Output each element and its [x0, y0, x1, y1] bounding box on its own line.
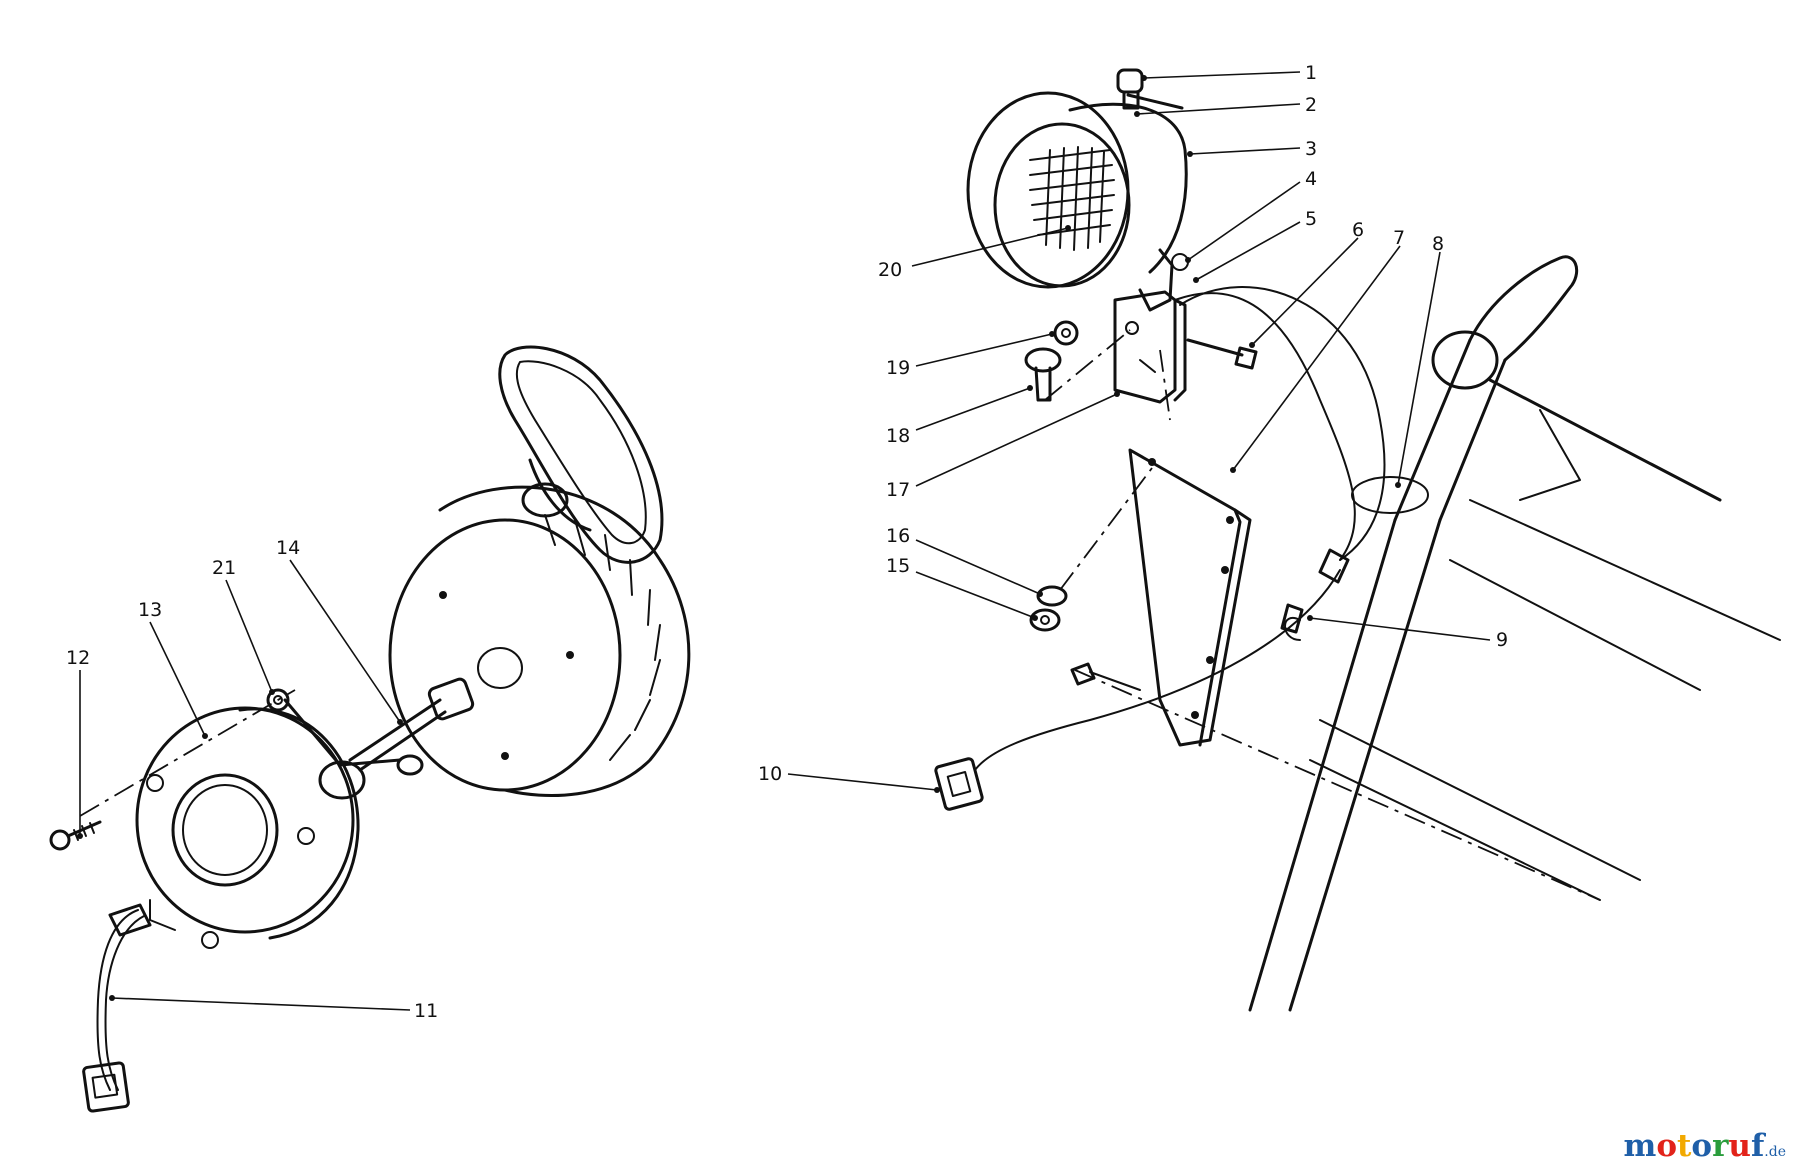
rear-light-housing — [135, 706, 360, 949]
callout-labels: 1 2 3 4 5 6 7 8 9 10 11 12 13 14 15 16 1… — [66, 62, 1508, 1022]
wire-harness — [934, 286, 1429, 811]
bracket-plate — [1128, 448, 1252, 747]
callout-5: 5 — [1305, 208, 1317, 230]
engine-housing — [388, 485, 691, 798]
callout-3: 3 — [1305, 138, 1317, 160]
callout-14: 14 — [276, 537, 300, 559]
lens-grid — [1029, 146, 1115, 251]
washer-nut — [1029, 585, 1068, 632]
mount-strap — [266, 677, 475, 800]
watermark-letter: o — [1656, 1128, 1678, 1164]
callout-2: 2 — [1305, 94, 1317, 116]
watermark-letter: o — [1691, 1128, 1713, 1164]
light-cable — [82, 903, 152, 1113]
callout-9: 9 — [1496, 629, 1508, 651]
callout-4: 4 — [1305, 168, 1317, 190]
callout-18: 18 — [886, 425, 910, 447]
callout-19: 19 — [886, 357, 910, 379]
watermark-letter: m — [1623, 1128, 1657, 1164]
steering-wheel — [498, 345, 664, 564]
callout-11: 11 — [414, 1000, 438, 1022]
callout-13: 13 — [138, 599, 162, 621]
callout-20: 20 — [878, 259, 902, 281]
callout-10: 10 — [758, 763, 782, 785]
watermark-letter: f — [1750, 1128, 1765, 1164]
callout-6: 6 — [1352, 219, 1364, 241]
watermark-letter: r — [1712, 1128, 1729, 1164]
callout-7: 7 — [1393, 227, 1405, 249]
watermark-letter: u — [1728, 1128, 1751, 1164]
callout-1: 1 — [1305, 62, 1317, 84]
watermark-logo: motoruf.de — [1624, 1128, 1786, 1164]
callout-21: 21 — [212, 557, 236, 579]
center-lines — [79, 329, 1601, 901]
screw — [49, 820, 102, 851]
handle-frame — [1248, 255, 1781, 1012]
watermark-letter: t — [1677, 1128, 1692, 1164]
watermark-suffix: .de — [1764, 1144, 1786, 1160]
callout-12: 12 — [66, 647, 90, 669]
leader-lines — [77, 71, 1491, 1011]
callout-17: 17 — [886, 479, 910, 501]
headlight — [966, 68, 1189, 312]
callout-16: 16 — [886, 525, 910, 547]
mount-bracket — [1024, 290, 1258, 404]
callout-8: 8 — [1432, 233, 1444, 255]
callout-15: 15 — [886, 555, 910, 577]
